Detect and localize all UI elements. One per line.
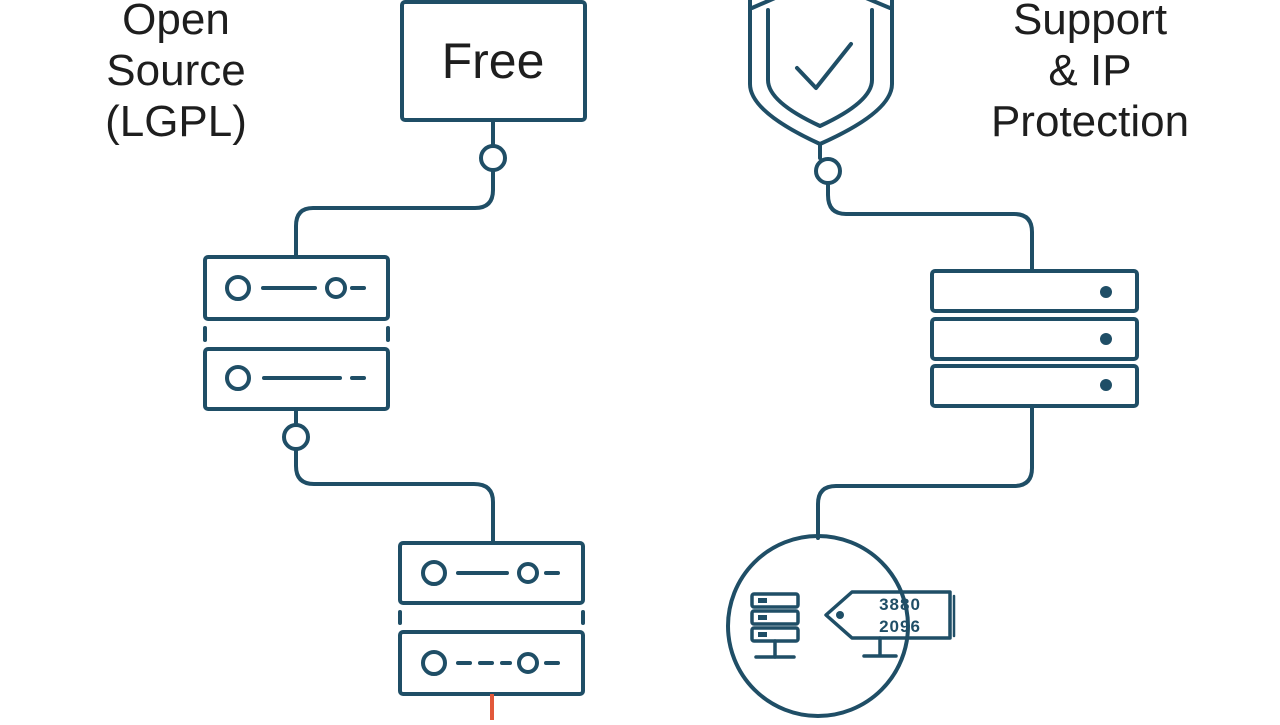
support-ip-protection-label: Support & IP Protection: [950, 0, 1230, 147]
server-stack-bottom: [398, 541, 585, 696]
price-tag-icon: [824, 590, 956, 658]
label-line: & IP: [1048, 46, 1132, 96]
label-line: Support: [1012, 0, 1168, 44]
shield-check-icon: [748, 0, 894, 146]
open-source-label: Open Source (LGPL): [60, 0, 292, 147]
pricing-circle: [726, 534, 910, 718]
tag-text-line2: 2096: [879, 617, 921, 636]
connector-right-to-circle: [816, 404, 1034, 540]
label-line: (LGPL): [105, 97, 247, 147]
connector-node: [479, 144, 507, 172]
tag-text-line1: 3880: [879, 595, 921, 614]
free-box-label: Free: [442, 33, 545, 89]
label-line: Protection: [990, 97, 1190, 147]
connector-shield-to-server: [818, 142, 1034, 273]
server-rack-icon: [750, 592, 800, 659]
connector-left-to-bottom: [294, 407, 495, 545]
server-stack-right: [930, 269, 1139, 408]
connector-free-to-server: [294, 118, 495, 259]
label-line: Open: [122, 0, 230, 44]
label-line: Source: [106, 46, 246, 96]
connector-node: [814, 157, 842, 185]
connector-node: [282, 423, 310, 451]
server-stack-left: [203, 255, 390, 411]
